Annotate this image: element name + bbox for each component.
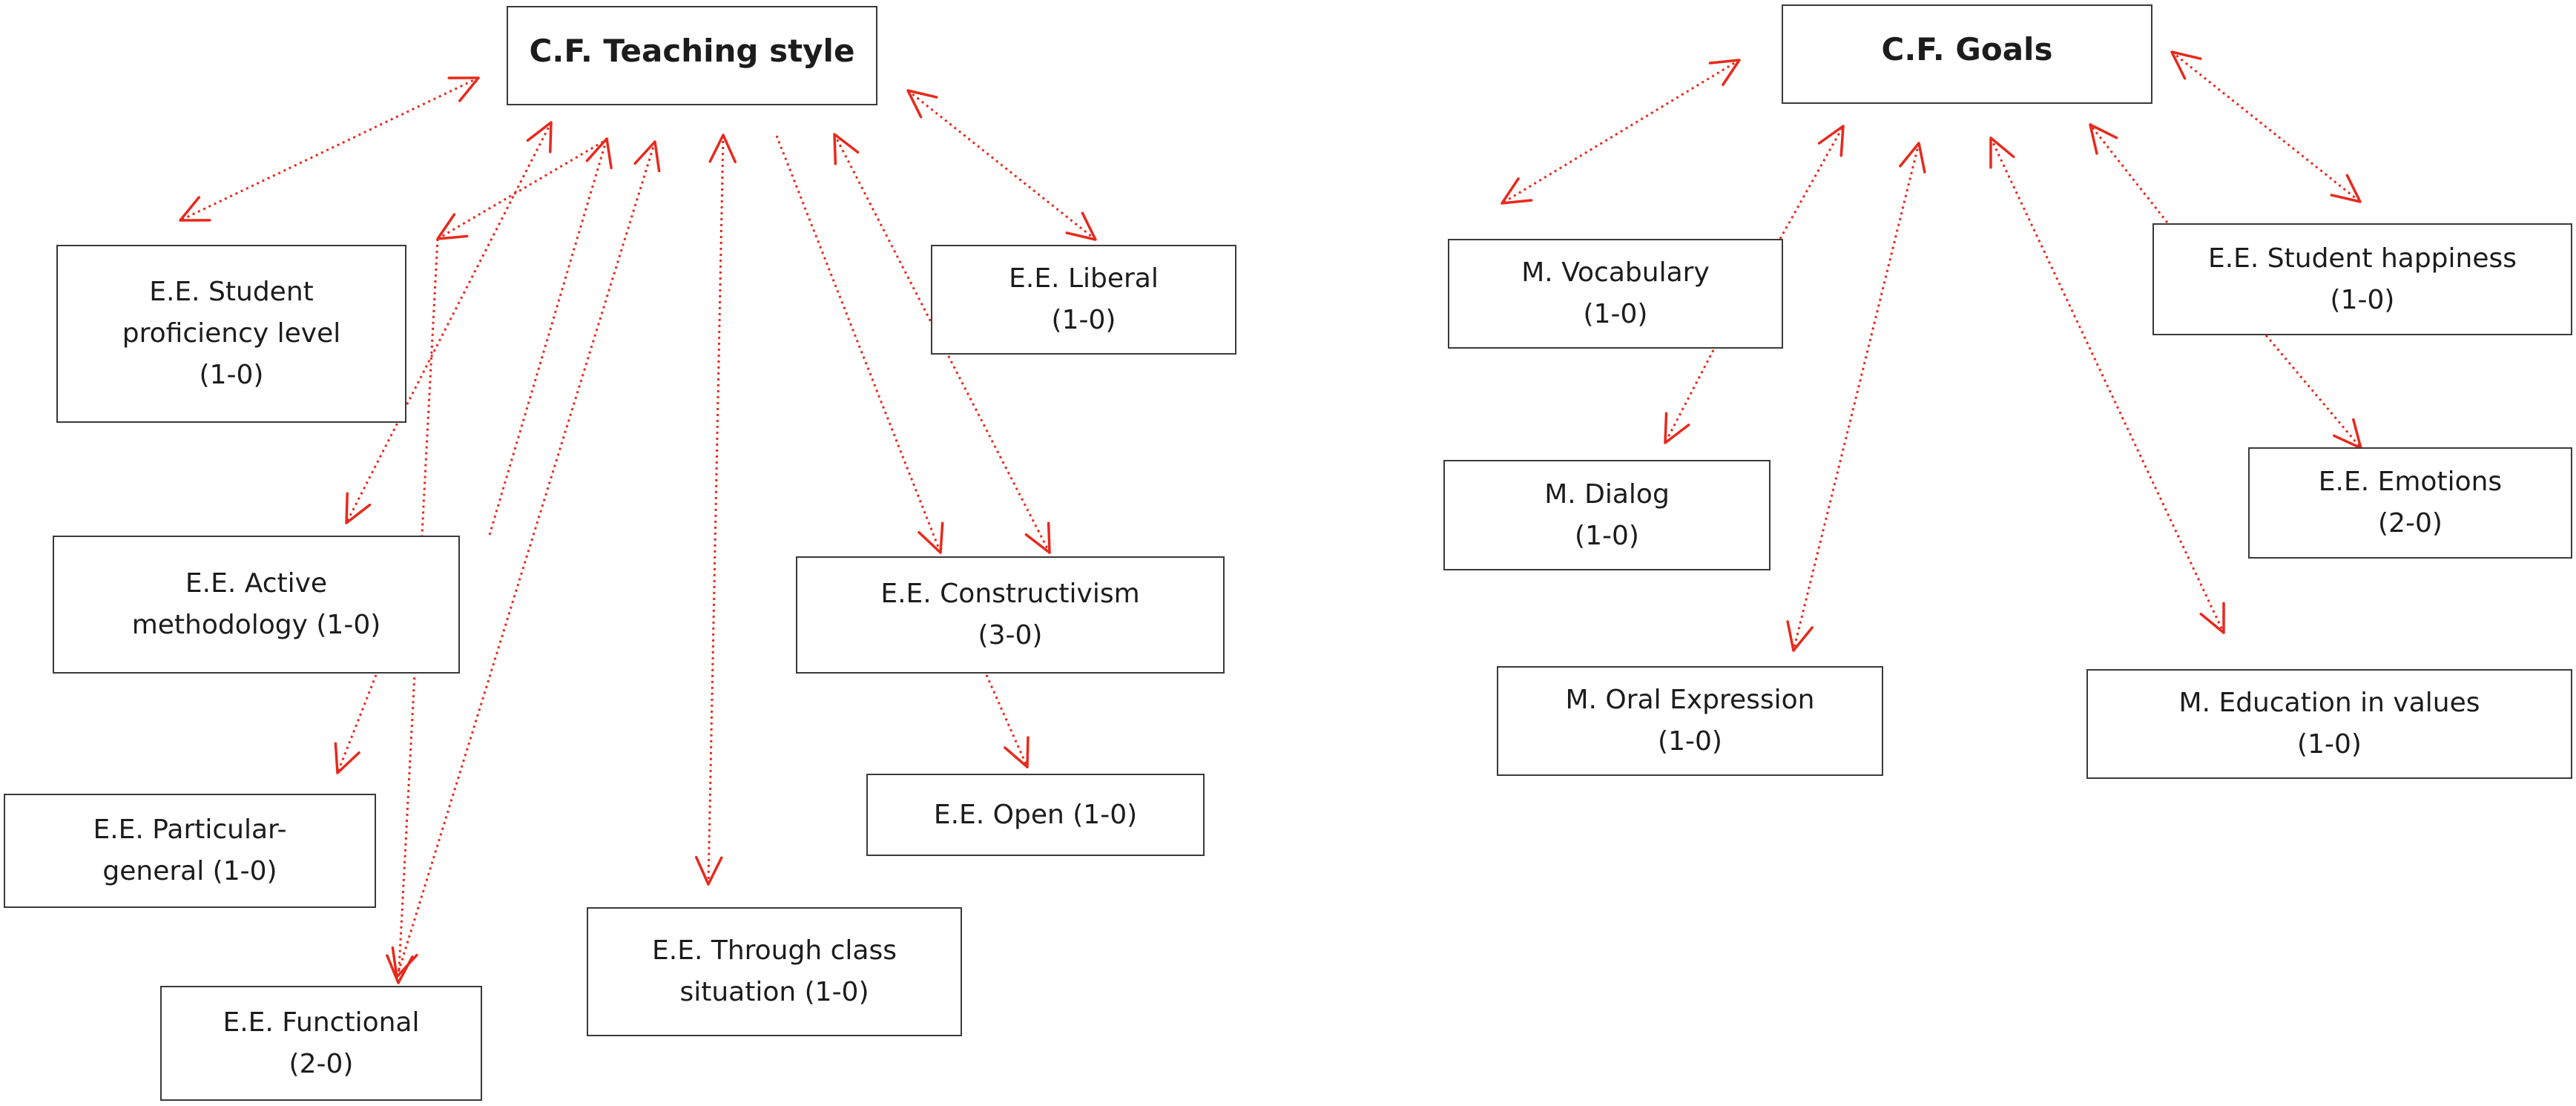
central-node-teaching-style: C.F. Teaching style [507,6,877,105]
node-dialog: M. Dialog (1-0) [1443,460,1770,570]
link-teaching-liberal-arrowhead-start [906,89,938,119]
link-constructivism-to-teaching [775,135,942,553]
link-goals-vocabulary-arrowhead-start [1708,59,1741,86]
node-student-proficiency-level: E.E. Student proficiency level (1-0) [56,245,406,423]
link-goals-oral-expression-arrowhead [1786,620,1814,652]
link-goals-education-in-values [1989,137,2225,633]
link-vocabulary-to-dialog-arrowhead [1664,412,1690,444]
link-teaching-active-methodology [345,122,553,524]
link-teaching-constructivism-arrowhead [1024,521,1051,554]
node-emotions: E.E. Emotions (2-0) [2248,447,2572,559]
link-teaching-through-class-situation-arrowhead-start [708,134,737,164]
node-open: E.E. Open (1-0) [866,774,1205,856]
node-education-in-values: M. Education in values (1-0) [2086,669,2572,779]
link-constructivism-to-teaching-arrowhead [918,521,944,554]
link-goals-oral-expression-arrowhead-start [1899,142,1926,174]
node-active-methodology: E.E. Active methodology (1-0) [53,536,460,674]
link-teaching-constructivism [833,134,1051,553]
link-goals-vocabulary-arrowhead [1501,177,1533,205]
node-through-class-situation: E.E. Through class situation (1-0) [587,907,962,1036]
link-student-happiness-to-emotions [2264,335,2362,449]
link-teaching-constructivism-arrowhead-start [833,133,860,165]
link-vocabulary-to-goals-arrowhead [1817,125,1845,157]
link-teaching-student-proficiency-arrowhead [179,196,211,222]
link-active-methodology-to-particular-general-arrowhead [334,742,360,774]
link-vocabulary-to-goals [1779,125,1845,240]
link-constructivism-to-open [985,674,1029,768]
node-oral-expression: M. Oral Expression (1-0) [1497,666,1883,776]
link-goals-student-happiness [2171,50,2361,203]
central-node-goals: C.F. Goals [1782,4,2152,104]
link-student-happiness-to-emotions-arrowhead [2333,418,2362,450]
link-active-methodology-to-particular-general [336,674,378,774]
link-goals-education-in-values-arrowhead [2199,602,2225,634]
link-goals-student-happiness-arrowhead [2330,174,2362,203]
node-student-happiness: E.E. Student happiness (1-0) [2152,223,2572,335]
node-vocabulary: M. Vocabulary (1-0) [1448,239,1783,349]
link-goals-vocabulary [1501,59,1740,205]
node-functional: E.E. Functional (2-0) [160,986,482,1101]
link-teaching-liberal-arrowhead [1065,211,1097,241]
link-teaching-functional-arrowhead-start [633,140,661,173]
link-teaching-functional-upper [437,137,609,240]
link-goals-student-happiness-arrowhead-start [2170,50,2202,80]
link-goals-education-in-values-arrowhead-start [1989,136,2015,169]
link-teaching-through-class-situation-arrowhead [694,855,723,886]
node-particular-general: E.E. Particular- general (1-0) [4,794,376,908]
link-student-happiness-to-goals-arrowhead [2089,123,2118,155]
link-teaching-student-proficiency-arrowhead-start [447,76,480,102]
link-teaching-active-methodology-arrowhead-start [526,121,553,154]
node-constructivism: E.E. Constructivism (3-0) [796,556,1225,674]
link-teaching-functional-upper-arrowhead [436,213,469,240]
link-active-methodology-to-teaching [488,138,608,536]
link-student-happiness-to-goals [2089,124,2169,223]
link-constructivism-to-open-arrowhead [1004,736,1030,768]
link-teaching-active-methodology-arrowhead [345,492,372,524]
link-teaching-liberal [907,89,1096,241]
node-liberal: E.E. Liberal (1-0) [931,245,1236,355]
link-vocabulary-to-dialog [1664,349,1715,444]
link-teaching-student-proficiency [179,76,479,222]
link-teaching-through-class-situation [707,134,725,885]
link-goals-oral-expression [1792,142,1920,651]
link-active-methodology-to-teaching-arrowhead [585,137,613,170]
link-teaching-functional-arrowhead [391,946,418,978]
